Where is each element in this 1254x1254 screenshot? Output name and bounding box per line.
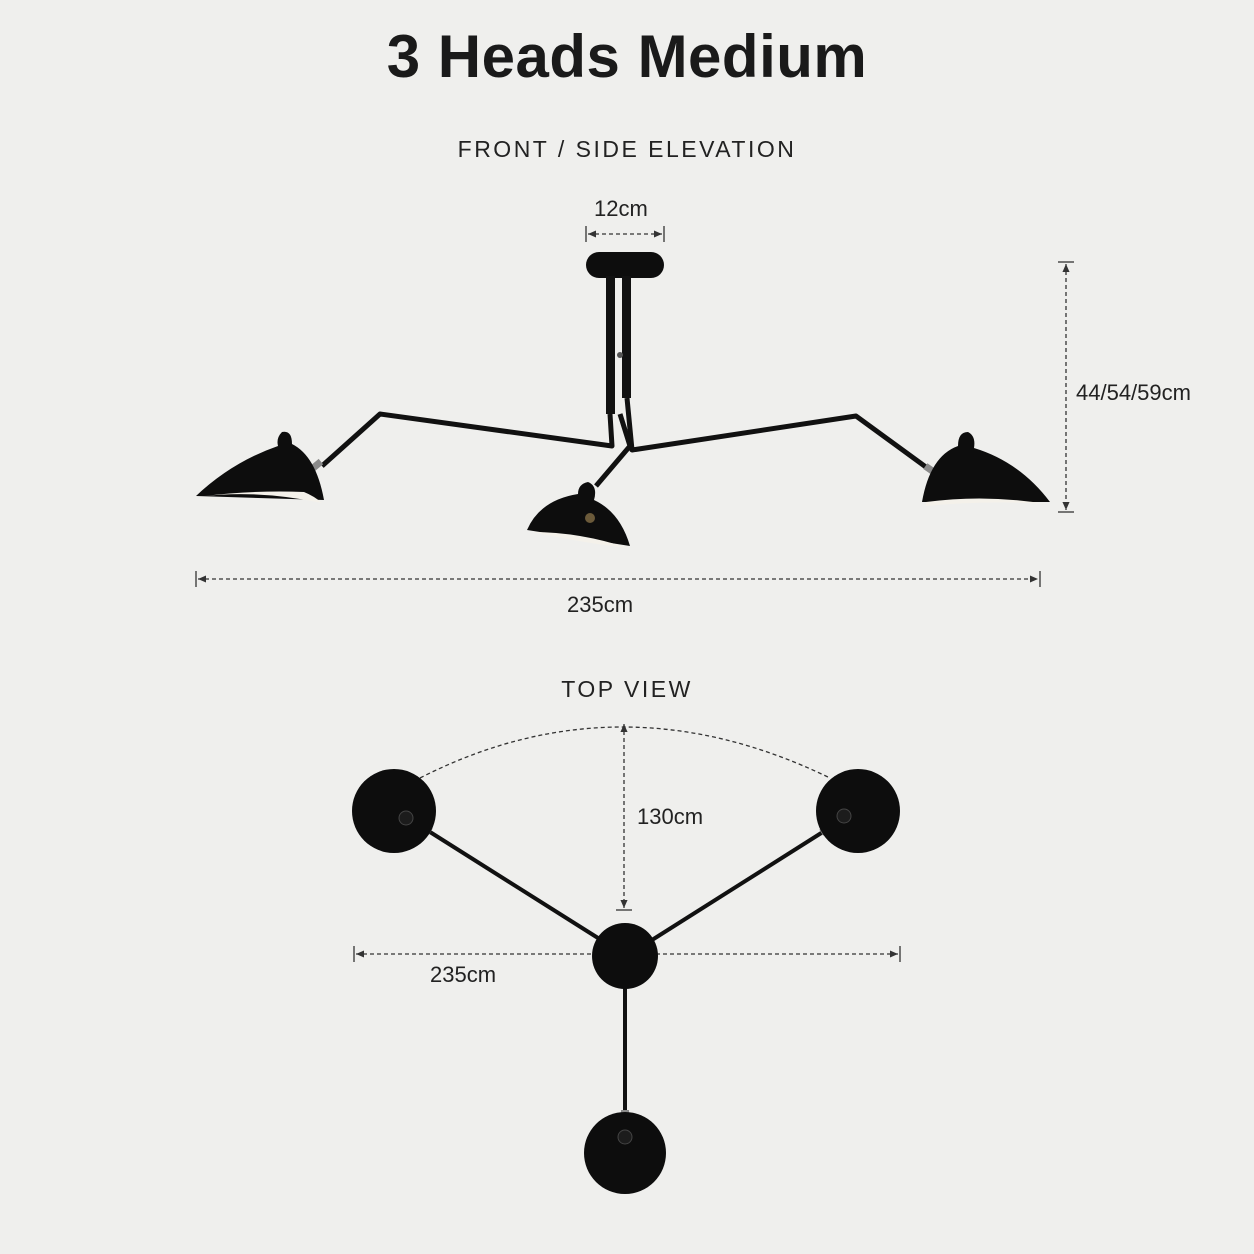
top-view-dimensions [356, 724, 898, 958]
page-title: 3 Heads Medium [386, 23, 868, 90]
top-shade-right [816, 769, 900, 853]
depth-label: 130cm [637, 804, 704, 829]
top-arm-right [650, 828, 828, 942]
center-arm [594, 413, 633, 488]
top-arm-left [428, 830, 600, 940]
front-view-label: FRONT / SIDE ELEVATION [457, 136, 797, 162]
top-shade-left [352, 769, 436, 853]
top-dimension-ticks [353, 909, 901, 962]
right-shade [922, 432, 1050, 502]
stem-right [622, 276, 631, 398]
front-dimensions [198, 230, 1070, 583]
canopy [586, 252, 664, 278]
front-span-label: 235cm [567, 592, 634, 617]
top-arc [419, 726, 831, 779]
left-arm [320, 411, 615, 468]
center-shade [527, 482, 630, 546]
front-view-lamp [196, 252, 1050, 548]
front-dimension-ticks [195, 226, 1074, 587]
top-span-label: 235cm [430, 962, 497, 987]
right-arm [624, 397, 932, 473]
top-shade-bottom [584, 1112, 666, 1194]
top-hub [592, 923, 658, 989]
stem-left [606, 276, 615, 414]
top-view-label: TOP VIEW [561, 676, 693, 702]
canopy-width-label: 12cm [594, 196, 648, 221]
left-shade [196, 431, 324, 500]
top-view-lamp [352, 769, 900, 1194]
height-label: 44/54/59cm [1076, 380, 1191, 405]
